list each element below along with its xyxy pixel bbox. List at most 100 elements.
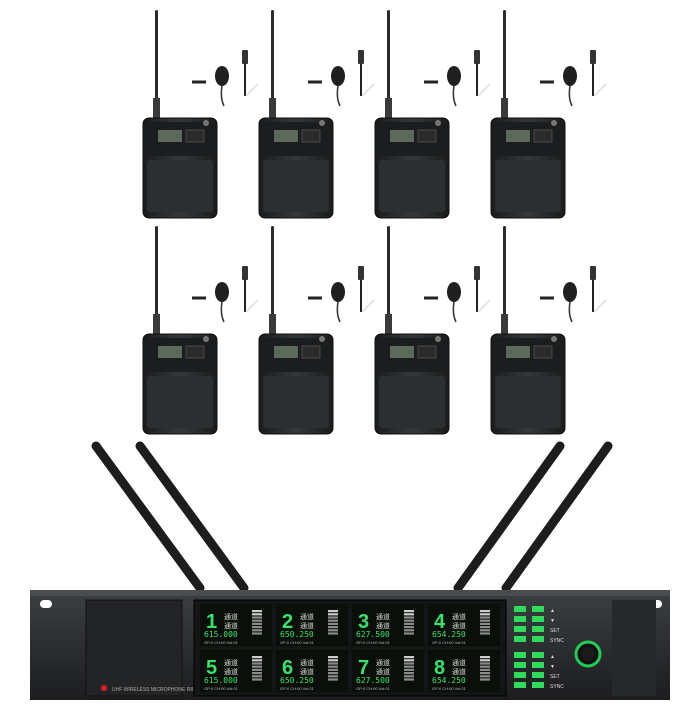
pack-display <box>274 130 298 142</box>
power-led <box>101 685 107 691</box>
channel-label-2: 通道 <box>224 621 238 630</box>
control-button[interactable] <box>532 652 544 658</box>
antenna <box>155 10 158 102</box>
level-meter-segment <box>328 613 338 616</box>
mic-cable <box>336 301 341 323</box>
control-button[interactable] <box>514 616 526 622</box>
control-button[interactable] <box>532 626 544 632</box>
channel-label: 通道 <box>300 658 314 667</box>
antenna <box>387 226 390 318</box>
plug-shadow <box>593 299 607 313</box>
pack-connector <box>551 336 557 342</box>
control-button[interactable] <box>514 672 526 678</box>
mic-cable <box>452 85 457 107</box>
mic-cable <box>220 301 225 323</box>
mic-cable <box>452 301 457 323</box>
pack-display <box>274 346 298 358</box>
level-meter-segment <box>480 629 490 632</box>
control-button[interactable] <box>514 662 526 668</box>
control-button[interactable] <box>514 652 526 658</box>
level-meter-segment <box>252 619 262 622</box>
lavalier-mic-icon <box>447 282 461 302</box>
control-label: ▼ <box>550 664 555 670</box>
plug-shadow <box>361 299 375 313</box>
control-button[interactable] <box>514 606 526 612</box>
pack-button <box>533 129 553 143</box>
channel-label: 通道 <box>452 612 466 621</box>
right-panel <box>612 600 656 696</box>
left-panel <box>85 599 183 697</box>
level-meter-segment <box>252 616 262 619</box>
antenna-base <box>385 314 392 334</box>
antenna <box>271 226 274 318</box>
control-label: ▲ <box>550 608 555 614</box>
level-meter-segment <box>480 665 490 668</box>
receiver-antenna <box>501 441 613 593</box>
antenna <box>503 226 506 318</box>
level-meter-segment <box>480 613 490 616</box>
level-meter-segment <box>480 619 490 622</box>
level-meter-segment <box>252 662 262 665</box>
channel-status: GP:0 CH:00 Vol:01 <box>356 686 391 691</box>
channel-status: GP:0 CH:00 Vol:01 <box>280 640 315 645</box>
channel-label-2: 通道 <box>376 621 390 630</box>
plug-shadow <box>245 299 259 313</box>
pack-button <box>301 129 321 143</box>
control-button[interactable] <box>514 682 526 688</box>
channel-number: 6 <box>282 657 293 679</box>
level-meter-segment <box>252 675 262 678</box>
plug-shadow <box>477 83 491 97</box>
level-meter-segment <box>252 678 262 681</box>
mic-cable <box>336 85 341 107</box>
control-button[interactable] <box>514 636 526 642</box>
channel-status: GP:0 CH:00 Vol:01 <box>356 640 391 645</box>
control-button[interactable] <box>532 616 544 622</box>
receiver-antenna <box>91 441 205 593</box>
level-meter-segment <box>404 665 414 668</box>
level-meter-segment <box>252 659 262 662</box>
level-meter-segment <box>252 672 262 675</box>
level-meter-segment <box>252 613 262 616</box>
level-meter-segment <box>404 626 414 629</box>
pack-front-panel <box>263 160 329 212</box>
level-meter-segment <box>328 629 338 632</box>
level-meter-segment <box>480 616 490 619</box>
channel-label-2: 通道 <box>300 667 314 676</box>
antenna-base <box>269 314 276 334</box>
control-label: ▲ <box>550 654 555 660</box>
level-meter-segment <box>480 659 490 662</box>
level-meter-segment <box>328 662 338 665</box>
antenna <box>387 10 390 102</box>
control-button[interactable] <box>532 672 544 678</box>
control-button[interactable] <box>514 626 526 632</box>
lavalier-mic-icon <box>215 66 229 86</box>
pack-connector <box>435 336 441 342</box>
pack-connector <box>551 120 557 126</box>
antenna-base <box>501 98 508 118</box>
control-label: SYNC <box>550 684 564 690</box>
receiver-antenna <box>453 441 565 593</box>
antenna <box>503 10 506 102</box>
bodypack-transmitter <box>258 226 375 435</box>
level-meter-segment <box>328 675 338 678</box>
lavalier-mic-icon <box>331 282 345 302</box>
level-meter-segment <box>404 619 414 622</box>
pack-front-panel <box>379 160 445 212</box>
channel-frequency: 627.500 <box>356 630 390 639</box>
level-meter-segment <box>404 616 414 619</box>
control-button[interactable] <box>532 662 544 668</box>
control-button[interactable] <box>532 636 544 642</box>
pack-connector <box>203 336 209 342</box>
control-button[interactable] <box>532 606 544 612</box>
level-meter-segment <box>328 632 338 635</box>
control-button[interactable] <box>532 682 544 688</box>
power-icon <box>581 647 595 661</box>
channel-number: 7 <box>358 657 369 679</box>
channel-status: GP:0 CH:00 Vol:01 <box>432 640 467 645</box>
pack-display <box>506 346 530 358</box>
channel-status: GP:0 CH:00 Vol:01 <box>432 686 467 691</box>
